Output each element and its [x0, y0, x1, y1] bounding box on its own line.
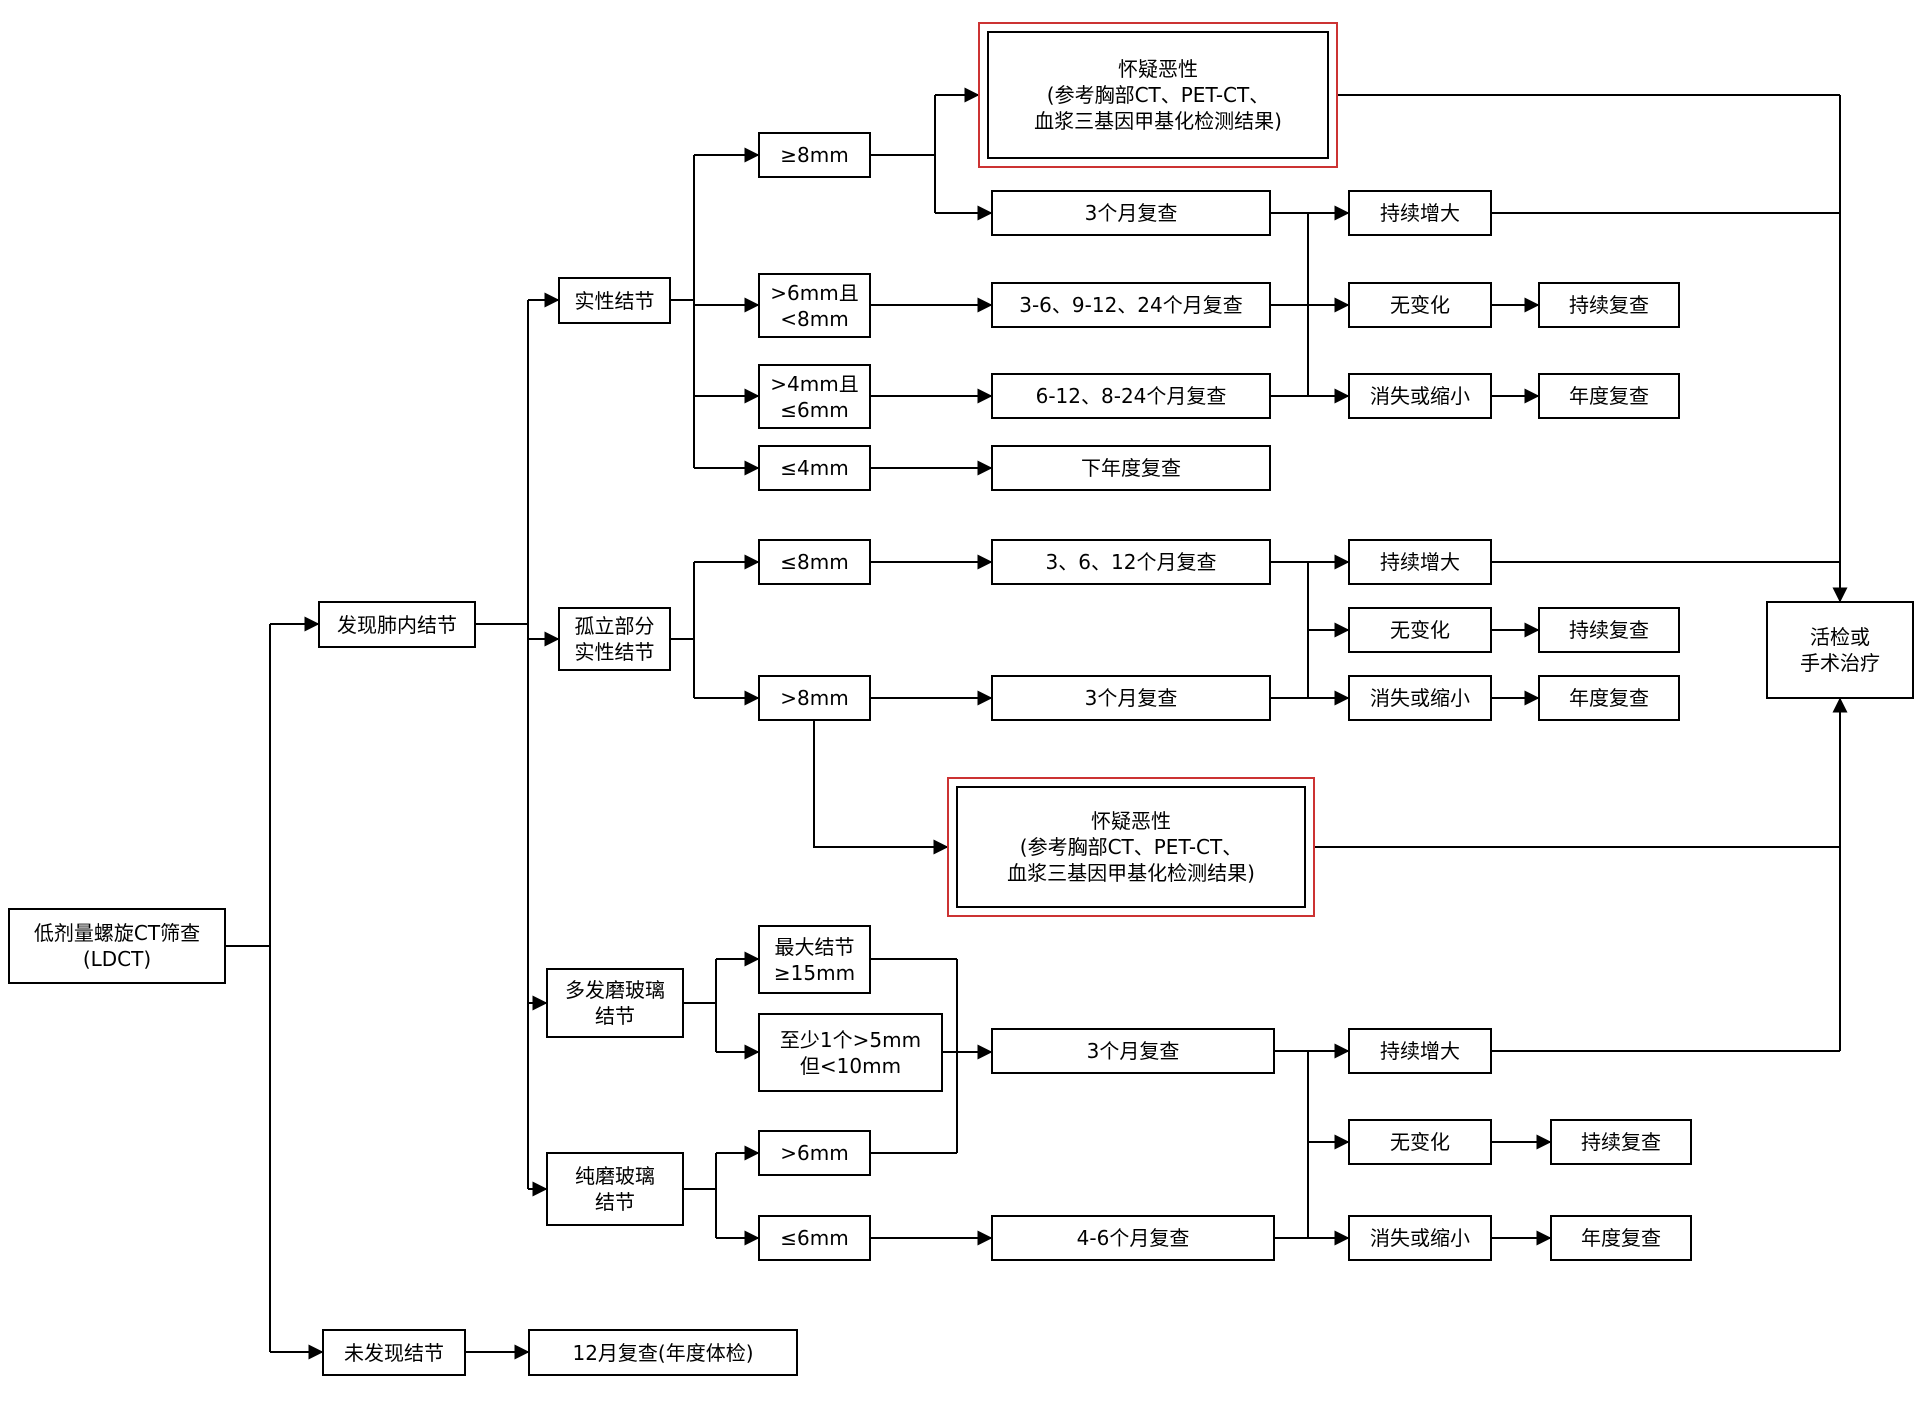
node-annual-review-top: 年度复查 [1538, 373, 1680, 419]
node-review-6-12-8-24m: 6-12、8-24个月复查 [991, 373, 1271, 419]
node-size-6-8mm: >6mm且 <8mm [758, 273, 871, 338]
node-annual-checkup-12m: 12月复查(年度体检) [528, 1329, 798, 1376]
node-continue-review-bottom: 持续复查 [1550, 1119, 1692, 1165]
node-growing-bottom: 持续增大 [1348, 1028, 1492, 1074]
node-growing-mid: 持续增大 [1348, 539, 1492, 585]
node-continue-review-mid: 持续复查 [1538, 607, 1680, 653]
node-shrink-bottom: 消失或缩小 [1348, 1215, 1492, 1261]
node-annual-review-mid: 年度复查 [1538, 675, 1680, 721]
node-review-4-6m: 4-6个月复查 [991, 1215, 1275, 1261]
node-part-solid-nodule: 孤立部分 实性结节 [558, 607, 671, 671]
node-review-3-6-9-12-24m: 3-6、9-12、24个月复查 [991, 282, 1271, 328]
node-review-3-6-12m: 3、6、12个月复查 [991, 539, 1271, 585]
node-size-le-8mm: ≤8mm [758, 539, 871, 585]
node-review-3m-top: 3个月复查 [991, 190, 1271, 236]
node-size-one-5-10mm: 至少1个>5mm 但<10mm [758, 1013, 943, 1092]
node-biopsy-or-surgery: 活检或 手术治疗 [1766, 601, 1914, 699]
node-size-le-4mm: ≤4mm [758, 445, 871, 491]
node-found-nodule: 发现肺内结节 [318, 601, 476, 648]
node-size-ge-8mm: ≥8mm [758, 132, 871, 178]
node-size-gt-6mm: >6mm [758, 1130, 871, 1176]
node-multiple-ggn: 多发磨玻璃 结节 [546, 968, 684, 1038]
node-pure-ggn: 纯磨玻璃 结节 [546, 1152, 684, 1226]
node-suspect-malignant-top: 怀疑恶性 (参考胸部CT、PET-CT、 血浆三基因甲基化检测结果) [978, 22, 1338, 168]
suspect-malignant-top-label: 怀疑恶性 (参考胸部CT、PET-CT、 血浆三基因甲基化检测结果) [987, 31, 1329, 159]
node-ldct-screening: 低剂量螺旋CT筛查 (LDCT) [8, 908, 226, 984]
node-no-change-top: 无变化 [1348, 282, 1492, 328]
node-review-next-year: 下年度复查 [991, 445, 1271, 491]
node-size-max-ge-15mm: 最大结节 ≥15mm [758, 925, 871, 994]
node-annual-review-bottom: 年度复查 [1550, 1215, 1692, 1261]
node-suspect-malignant-mid: 怀疑恶性 (参考胸部CT、PET-CT、 血浆三基因甲基化检测结果) [947, 777, 1315, 917]
node-review-3m-mid: 3个月复查 [991, 675, 1271, 721]
node-review-3m-bottom: 3个月复查 [991, 1028, 1275, 1074]
suspect-malignant-mid-label: 怀疑恶性 (参考胸部CT、PET-CT、 血浆三基因甲基化检测结果) [956, 786, 1306, 908]
node-no-change-bottom: 无变化 [1348, 1119, 1492, 1165]
node-shrink-top: 消失或缩小 [1348, 373, 1492, 419]
node-growing-top: 持续增大 [1348, 190, 1492, 236]
node-solid-nodule: 实性结节 [558, 277, 671, 324]
node-size-4-6mm: >4mm且 ≤6mm [758, 364, 871, 429]
node-shrink-mid: 消失或缩小 [1348, 675, 1492, 721]
node-continue-review-top: 持续复查 [1538, 282, 1680, 328]
node-no-change-mid: 无变化 [1348, 607, 1492, 653]
node-size-gt-8mm: >8mm [758, 675, 871, 721]
node-size-le-6mm: ≤6mm [758, 1215, 871, 1261]
node-no-nodule: 未发现结节 [322, 1329, 466, 1376]
